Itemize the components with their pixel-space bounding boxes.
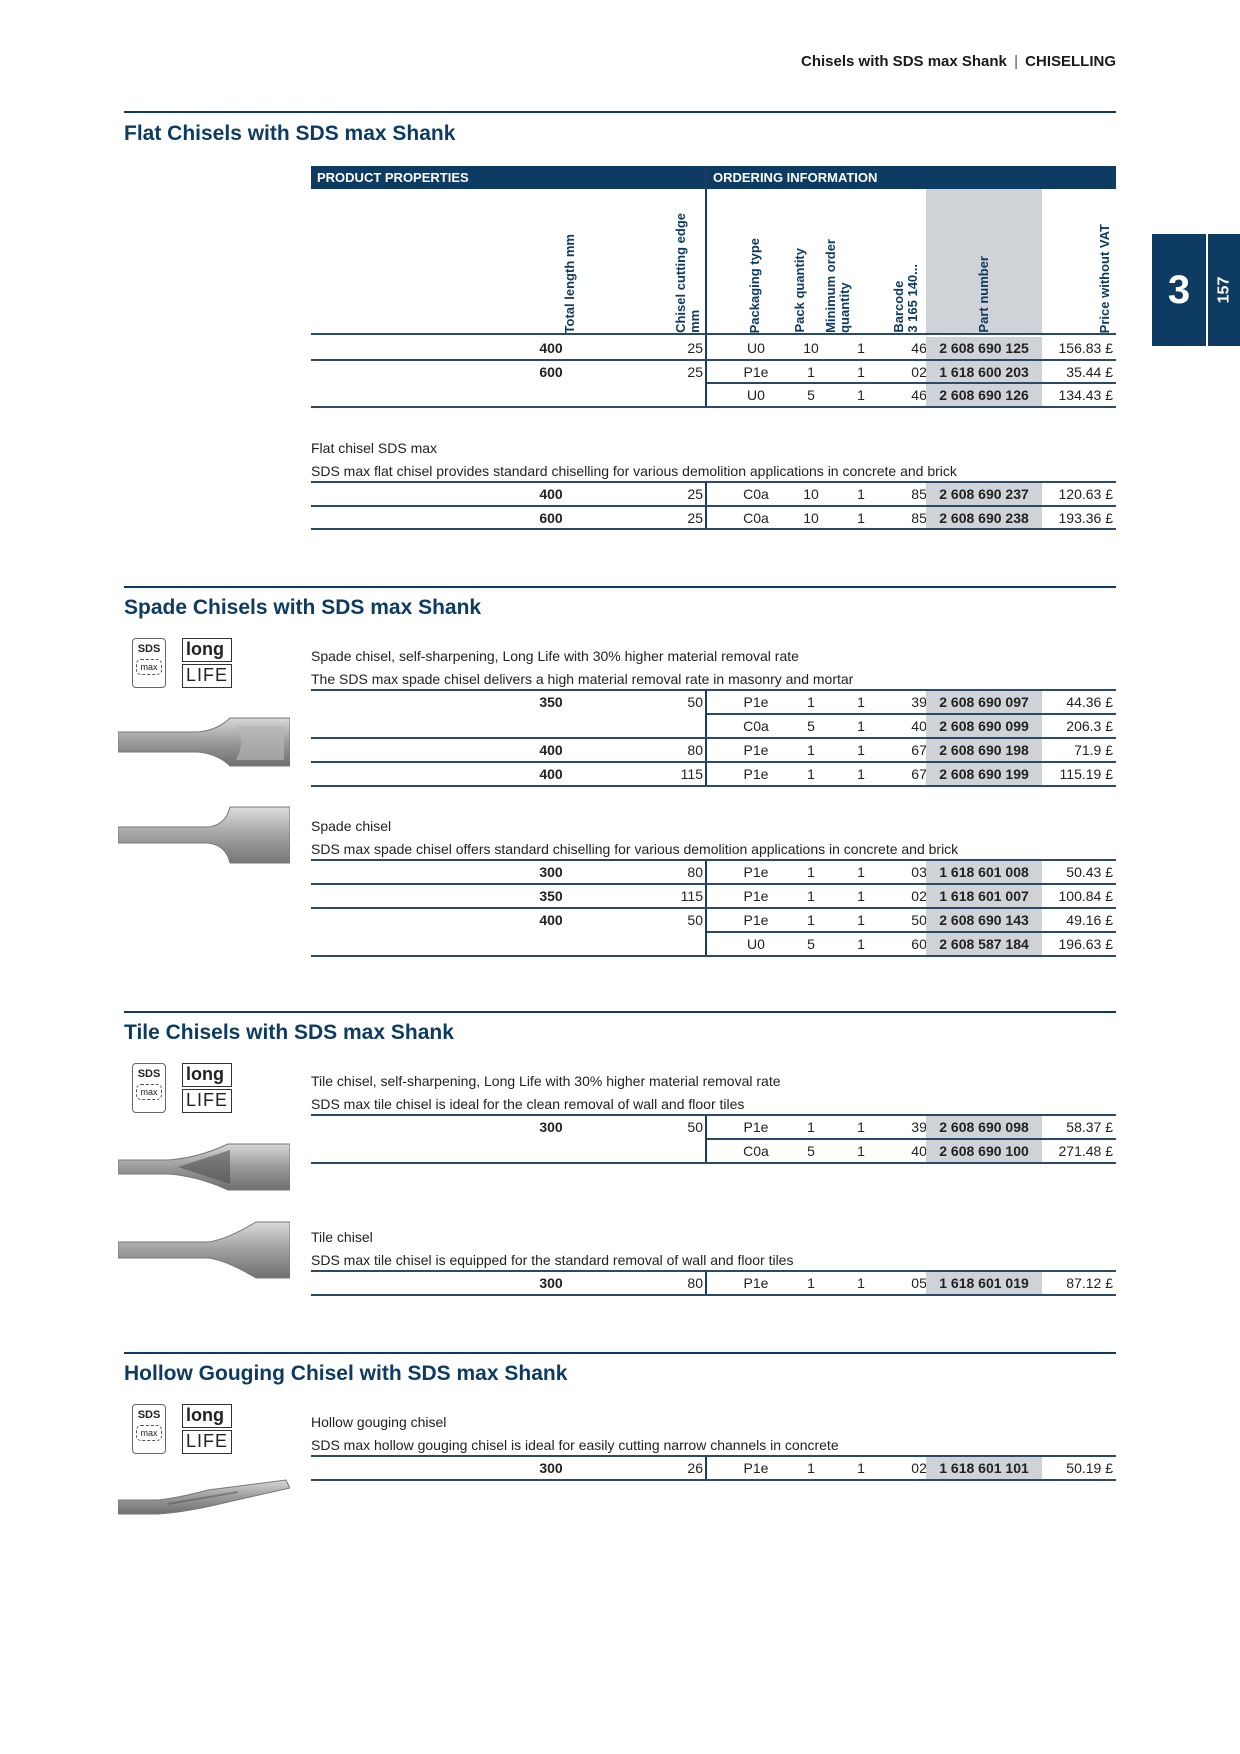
product-description: SDS max tile chisel is equipped for the … (311, 1252, 794, 1268)
col-total-length: Total length mm (562, 233, 577, 333)
product-properties-header: PRODUCT PROPERTIES (311, 166, 706, 189)
table-row: 600 25 C0a 10 1 855471 2 608 690 238 193… (311, 507, 1116, 529)
row-divider (311, 1455, 1116, 1457)
row-divider (311, 406, 1116, 408)
row-divider (311, 737, 1116, 739)
table-row: U0 5 1 605786 2 608 587 184 196.63 £ (311, 933, 1116, 955)
row-divider (311, 359, 1116, 361)
row-divider (311, 907, 1116, 909)
row-divider (311, 528, 1116, 530)
row-divider (311, 1479, 1116, 1481)
table-row: 400 80 P1e 1 1 670135 2 608 690 198 71.9… (311, 739, 1116, 761)
row-divider (311, 333, 1116, 335)
row-divider (311, 689, 1116, 691)
col-packaging-type: Packaging type (747, 237, 762, 333)
long-life-icon: long LIFE (182, 638, 232, 688)
sds-max-icon: SDS max (132, 1063, 166, 1113)
section-rule (124, 1352, 1116, 1354)
product-name: Tile chisel (311, 1229, 373, 1245)
col-min-order: Minimum order quantity (823, 239, 852, 333)
table-row: 400 25 U0 10 1 462723 2 608 690 125 156.… (311, 337, 1116, 359)
table-row: 600 25 P1e 1 1 022132 1 618 600 203 35.4… (311, 361, 1116, 383)
row-divider (707, 1138, 1116, 1140)
product-description: The SDS max spade chisel delivers a high… (311, 671, 854, 687)
table-row: 400 115 P1e 1 1 670142 2 608 690 199 115… (311, 763, 1116, 785)
table-row: C0a 5 1 402996 2 608 690 099 206.3 £ (311, 715, 1116, 737)
row-divider (311, 1294, 1116, 1296)
row-divider (311, 505, 1116, 507)
table-row: 300 80 P1e 1 1 033398 1 618 601 008 50.4… (311, 861, 1116, 883)
running-head-chapter: CHISELLING (1025, 53, 1116, 70)
row-divider (311, 785, 1116, 787)
product-name: Hollow gouging chisel (311, 1414, 447, 1430)
col-part-number: Part number (926, 189, 1042, 333)
section-title-flat: Flat Chisels with SDS max Shank (124, 122, 456, 145)
row-divider (311, 481, 1116, 483)
spade-chisel-image (118, 806, 290, 864)
row-divider (707, 931, 1116, 933)
running-head-separator: | (1014, 53, 1018, 70)
tile-chisel-image (118, 1221, 290, 1279)
row-divider (707, 382, 1116, 384)
col-pack-quantity: Pack quantity (792, 248, 807, 333)
row-divider (311, 859, 1116, 861)
ordering-information-header: ORDERING INFORMATION (707, 166, 1116, 189)
product-name: Spade chisel (311, 818, 392, 834)
row-divider (311, 955, 1116, 957)
column-divider (705, 1271, 707, 1295)
table-row: 300 26 P1e 1 1 022163 1 618 601 101 50.1… (311, 1457, 1116, 1479)
col-price: Price without VAT (1097, 223, 1112, 333)
row-divider (311, 1270, 1116, 1272)
long-life-icon: long LIFE (182, 1063, 232, 1113)
hollow-gouging-chisel-image (118, 1479, 290, 1515)
table-row: C0a 5 1 403009 2 608 690 100 271.48 £ (311, 1140, 1116, 1162)
running-head: Chisels with SDS max Shank | CHISELLING (801, 53, 1116, 70)
row-divider (311, 1162, 1116, 1164)
col-barcode: Barcode 3 165 140... (891, 264, 920, 333)
table-row: 350 115 P1e 1 1 022156 1 618 601 007 100… (311, 885, 1116, 907)
sds-max-icon: SDS max (132, 1404, 166, 1454)
row-divider (311, 883, 1116, 885)
product-description: SDS max spade chisel offers standard chi… (311, 841, 959, 857)
table-row: 350 50 P1e 1 1 397315 2 608 690 097 44.3… (311, 691, 1116, 713)
table-row: 400 50 P1e 1 1 506465 2 608 690 143 49.1… (311, 909, 1116, 931)
row-divider (311, 1114, 1116, 1116)
product-description: SDS max hollow gouging chisel is ideal f… (311, 1437, 839, 1453)
product-name: Spade chisel, self-sharpening, Long Life… (311, 648, 799, 664)
section-title-tile: Tile Chisels with SDS max Shank (124, 1021, 454, 1044)
table-row: 400 25 C0a 10 1 855464 2 608 690 237 120… (311, 483, 1116, 505)
section-rule (124, 111, 1116, 113)
running-head-topic: Chisels with SDS max Shank (801, 53, 1007, 70)
sds-max-icon: SDS max (132, 638, 166, 688)
chapter-tab: 3 (1152, 234, 1206, 346)
section-title-hollow: Hollow Gouging Chisel with SDS max Shank (124, 1362, 568, 1385)
column-divider (705, 166, 707, 406)
page-tab: 157 (1208, 234, 1240, 346)
table-row: 300 80 P1e 1 1 052979 1 618 601 019 87.1… (311, 1272, 1116, 1294)
tile-chisel-self-sharpening-image (118, 1143, 290, 1191)
row-divider (311, 761, 1116, 763)
product-name: Tile chisel, self-sharpening, Long Life … (311, 1073, 781, 1089)
column-divider (705, 1456, 707, 1480)
table-row: U0 5 1 462730 2 608 690 126 134.43 £ (311, 384, 1116, 406)
long-life-icon: long LIFE (182, 1404, 232, 1454)
spade-chisel-self-sharpening-image (118, 717, 290, 767)
column-divider (705, 1115, 707, 1164)
page-number: 157 (1214, 276, 1232, 304)
section-title-spade: Spade Chisels with SDS max Shank (124, 596, 482, 619)
row-divider (707, 713, 1116, 715)
col-cutting-edge: Chisel cutting edge mm (673, 213, 702, 333)
chapter-number: 3 (1167, 267, 1191, 312)
product-description: SDS max tile chisel is ideal for the cle… (311, 1096, 745, 1112)
section-rule (124, 1011, 1116, 1013)
product-name: Flat chisel SDS max (311, 440, 438, 456)
table-row: 300 50 P1e 1 1 397322 2 608 690 098 58.3… (311, 1116, 1116, 1138)
product-description: SDS max flat chisel provides standard ch… (311, 463, 957, 479)
section-rule (124, 586, 1116, 588)
